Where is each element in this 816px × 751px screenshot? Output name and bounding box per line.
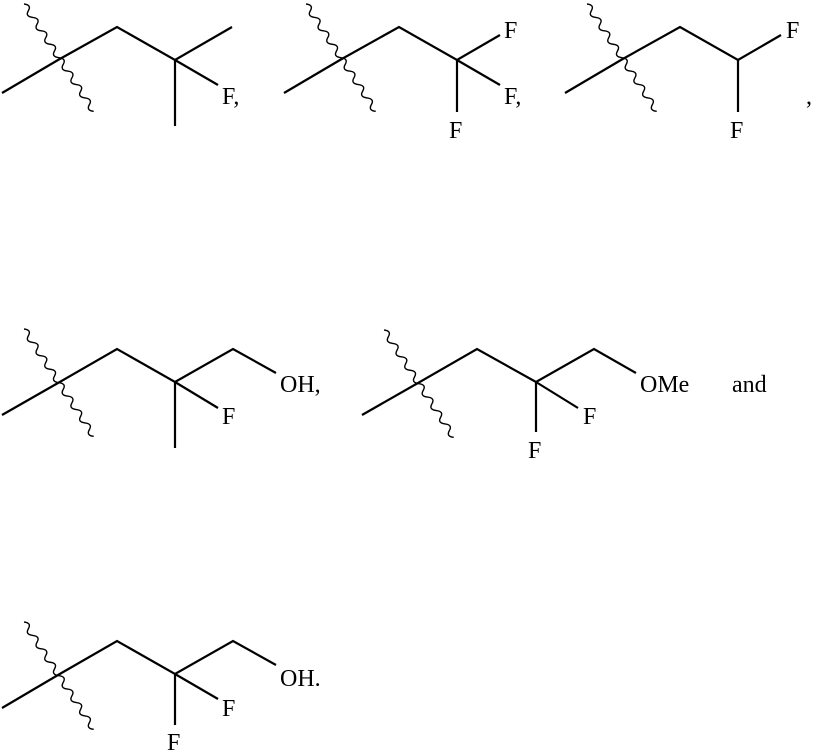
wavy-bond-icon xyxy=(302,1,379,114)
methoxy-label: OMe xyxy=(640,372,689,398)
structure-4: OH, F xyxy=(1,326,321,448)
hydroxyl-label: OH, xyxy=(280,372,321,398)
wavy-bond-icon xyxy=(20,326,97,439)
wavy-bond-icon xyxy=(380,327,457,440)
fluoro-label-top: F xyxy=(504,18,517,44)
separator-comma: , xyxy=(806,84,812,110)
fluoro-label-bottom: F xyxy=(730,118,743,144)
wavy-bond-icon xyxy=(20,619,97,732)
hydroxyl-label: OH. xyxy=(280,666,321,692)
structure-5: OMe F F and xyxy=(361,327,767,464)
structure-1: F, xyxy=(1,1,239,126)
fluoro-label-right: F xyxy=(222,696,235,722)
fluoro-label-right: F, xyxy=(504,84,521,110)
structure-3: F F , xyxy=(564,1,812,144)
conjunction-text: and xyxy=(732,372,767,398)
fluoro-label-bottom: F xyxy=(449,118,462,144)
structure-6: OH. F F xyxy=(1,619,321,751)
fluoro-label-bottom: F xyxy=(167,730,180,751)
fluoro-label: F xyxy=(222,404,235,430)
fluoro-label-bottom: F xyxy=(528,438,541,464)
fluoro-label: F, xyxy=(222,84,239,110)
wavy-bond-icon xyxy=(583,1,660,114)
structure-2: F F, F xyxy=(283,1,521,144)
fluoro-label-top: F xyxy=(786,18,799,44)
fluoro-label-right: F xyxy=(583,404,596,430)
wavy-bond-icon xyxy=(20,1,97,114)
